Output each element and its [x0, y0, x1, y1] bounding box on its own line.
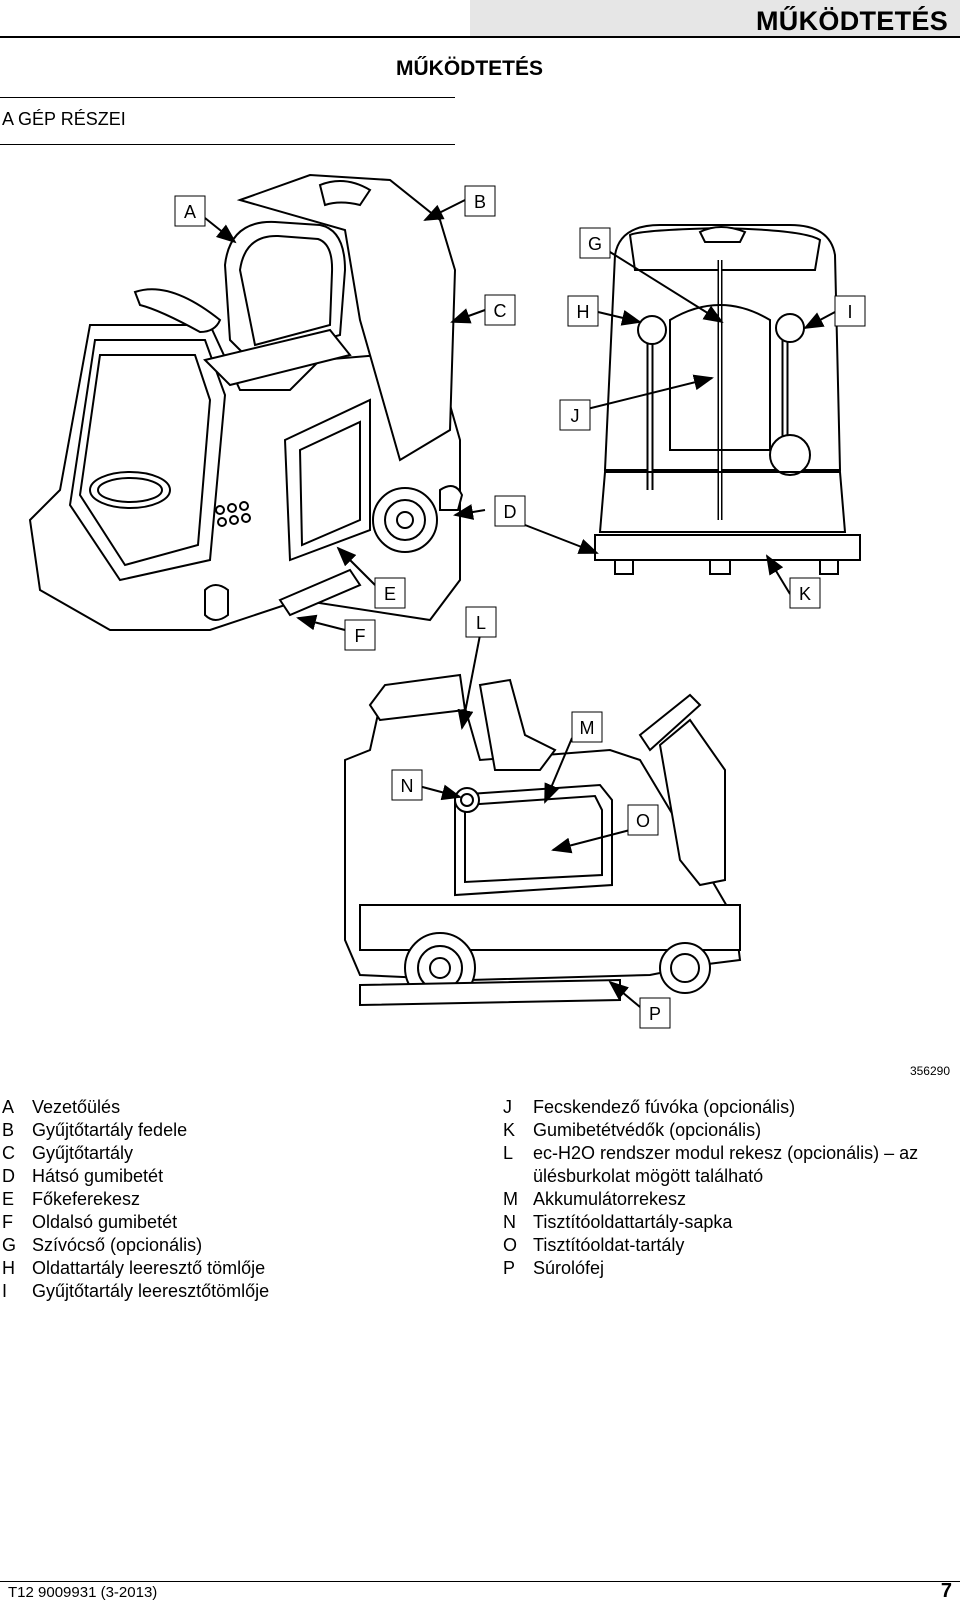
svg-text:E: E	[384, 584, 396, 604]
header-title: MŰKÖDTETÉS	[756, 6, 948, 36]
legend-item: C Gyűjtőtartály	[2, 1142, 269, 1165]
callout-m: M	[571, 711, 603, 743]
legend-text: Gyűjtőtartály leeresztőtömlője	[32, 1281, 270, 1301]
legend-key: D	[2, 1166, 15, 1186]
svg-text:C: C	[494, 301, 507, 321]
callout-p: P	[639, 997, 671, 1029]
legend-text: ec-H2O rendszer modul rekesz (opcionális…	[533, 1143, 919, 1186]
callout-b: B	[464, 185, 496, 217]
callout-f: F	[344, 619, 376, 651]
legend-key: C	[2, 1143, 15, 1163]
footer-rule	[0, 1581, 960, 1604]
legend-item: G Szívócső (opcionális)	[2, 1234, 269, 1257]
legend-text: Tisztítóoldattartály-sapka	[533, 1212, 733, 1232]
legend-key: K	[503, 1120, 516, 1140]
callout-i: I	[834, 295, 866, 327]
legend-text: Szívócső (opcionális)	[32, 1235, 203, 1255]
section-rule-top	[0, 97, 455, 98]
legend-key: O	[503, 1235, 518, 1255]
legend-item: I Gyűjtőtartály leeresztőtömlője	[2, 1280, 269, 1303]
svg-text:N: N	[401, 776, 414, 796]
legend-item: A Vezetőülés	[2, 1096, 269, 1119]
legend-key: A	[2, 1097, 15, 1117]
page-heading: MŰKÖDTETÉS	[396, 57, 543, 80]
rear-view-drawing	[594, 224, 861, 575]
svg-text:B: B	[474, 192, 486, 212]
svg-text:P: P	[649, 1004, 661, 1024]
svg-text:A: A	[184, 202, 196, 222]
legend-item: E Főkeferekesz	[2, 1188, 269, 1211]
legend-item: B Gyűjtőtartály fedele	[2, 1119, 269, 1142]
callout-l: L	[465, 606, 497, 638]
page-number: 7	[940, 1580, 952, 1602]
side-view-drawing	[344, 673, 742, 1007]
legend-item: O Tisztítóoldat-tartály	[503, 1234, 943, 1257]
legend-item: P Súrolófej	[503, 1257, 943, 1280]
legend-key: H	[2, 1258, 15, 1278]
legend-right: J Fecskendező fúvóka (opcionális) K Gumibe…	[503, 1096, 943, 1280]
legend-key: G	[2, 1235, 17, 1255]
svg-text:D: D	[504, 502, 517, 522]
callout-k: K	[789, 577, 821, 609]
figure-id: 356290	[909, 1064, 950, 1078]
svg-text:O: O	[636, 811, 650, 831]
svg-text:I: I	[847, 302, 852, 322]
legend-key: P	[503, 1258, 516, 1278]
legend-item: K Gumibetétvédők (opcionális)	[503, 1119, 943, 1142]
legend-key: M	[503, 1189, 518, 1209]
document-number: T12 9009931 (3-2013)	[8, 1584, 158, 1601]
callout-labels: A B C D E F G H I J K L M N O P	[174, 185, 866, 1029]
legend-text: Súrolófej	[533, 1258, 605, 1278]
svg-text:L: L	[476, 613, 486, 633]
legend-key: J	[503, 1097, 512, 1117]
legend-text: Gumibetétvédők (opcionális)	[533, 1120, 762, 1140]
svg-text:F: F	[355, 626, 366, 646]
legend-text: Akkumulátorrekesz	[533, 1189, 687, 1209]
legend-text: Hátsó gumibetét	[32, 1166, 164, 1186]
section-title: A GÉP RÉSZEI	[2, 109, 126, 129]
legend-text: Oldattartály leeresztő tömlője	[32, 1258, 266, 1278]
legend-left: A Vezetőülés B Gyűjtőtartály fedele C Gyűjt…	[2, 1096, 269, 1303]
legend-item: N Tisztítóoldattartály-sapka	[503, 1211, 943, 1234]
legend-text: Gyűjtőtartály fedele	[32, 1120, 188, 1140]
legend-text: Vezetőülés	[32, 1097, 121, 1117]
legend-item: M Akkumulátorrekesz	[503, 1188, 943, 1211]
svg-text:H: H	[577, 302, 590, 322]
legend-text: Tisztítóoldat-tartály	[533, 1235, 685, 1255]
legend-text: Gyűjtőtartály	[32, 1143, 134, 1163]
header-band	[470, 0, 960, 36]
callout-d: D	[494, 495, 526, 527]
callout-n: N	[391, 769, 423, 801]
callout-c: C	[484, 294, 516, 326]
legend-key: N	[503, 1212, 516, 1232]
svg-text:J: J	[571, 406, 580, 426]
legend-key: L	[503, 1143, 514, 1163]
svg-text:M: M	[580, 718, 595, 738]
legend-text: Fecskendező fúvóka (opcionális)	[533, 1097, 796, 1117]
legend-key: B	[2, 1120, 15, 1140]
svg-text:K: K	[799, 584, 811, 604]
machine-parts-figure: A B C D E F G H I J K L M N O P	[28, 173, 866, 1029]
legend-key: I	[2, 1281, 8, 1301]
callout-j: J	[559, 399, 591, 431]
legend-item: D Hátsó gumibetét	[2, 1165, 269, 1188]
header-rule	[0, 36, 960, 38]
svg-text:G: G	[588, 234, 602, 254]
callout-e: E	[374, 577, 406, 609]
legend-item: F Oldalsó gumibetét	[2, 1211, 269, 1234]
legend-key: F	[2, 1212, 13, 1232]
front-view-drawing	[28, 173, 464, 631]
legend-item: J Fecskendező fúvóka (opcionális)	[503, 1096, 943, 1119]
legend-item: H Oldattartály leeresztő tömlője	[2, 1257, 269, 1280]
callout-h: H	[567, 295, 599, 327]
callout-a: A	[174, 195, 206, 227]
legend-text: Főkeferekesz	[32, 1189, 141, 1209]
legend-key: E	[2, 1189, 15, 1209]
callout-g: G	[579, 227, 611, 259]
legend-text: Oldalsó gumibetét	[32, 1212, 178, 1232]
callout-o: O	[627, 804, 659, 836]
section-rule-bottom	[0, 144, 455, 145]
